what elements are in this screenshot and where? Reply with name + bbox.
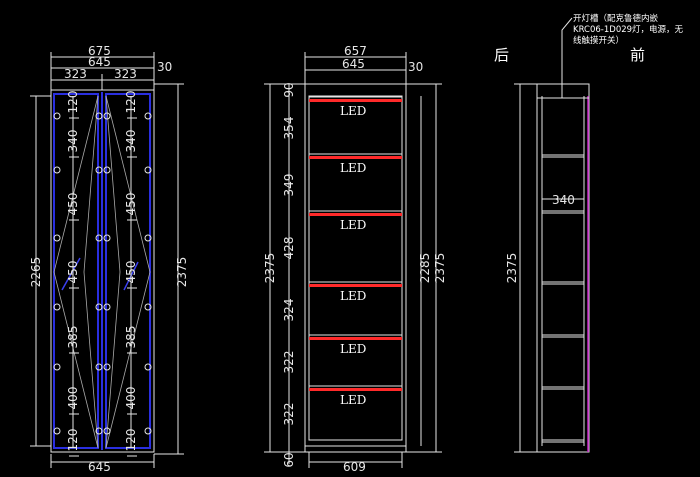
section-shelves: LED LED LED LED LED LED bbox=[309, 96, 402, 441]
label-back: 后 bbox=[494, 46, 509, 64]
section-bottom-width: 609 bbox=[343, 460, 366, 474]
front-hole-spacing-label: 120 bbox=[124, 91, 138, 114]
led-strip bbox=[309, 337, 402, 340]
front-hole-spacing-label: 450 bbox=[124, 193, 138, 216]
led-strip bbox=[309, 388, 402, 391]
front-offset: 30 bbox=[157, 60, 172, 74]
front-hole-spacing-label: 450 bbox=[66, 193, 80, 216]
led-label: LED bbox=[340, 393, 366, 407]
side-height: 2375 bbox=[505, 253, 519, 284]
front-hole-spacing-label: 340 bbox=[124, 130, 138, 153]
section-height-right-outer: 2375 bbox=[433, 253, 447, 284]
front-hole-spacing-label: 340 bbox=[66, 130, 80, 153]
label-front: 前 bbox=[630, 46, 645, 64]
led-label: LED bbox=[340, 218, 366, 232]
section-shelf-spacing-label: 354 bbox=[282, 117, 296, 140]
front-hole-spacing-label: 120 bbox=[124, 429, 138, 452]
section-offset: 30 bbox=[408, 60, 423, 74]
front-hole-spacing-label: 450 bbox=[66, 261, 80, 284]
front-hole-spacing-label: 450 bbox=[124, 261, 138, 284]
front-hole-labels-left: 120 340 450 450 385 400 120 bbox=[66, 91, 80, 457]
section-shelf-spacing-label: 322 bbox=[282, 403, 296, 426]
section-shelf-spacing-label: 90 bbox=[282, 82, 296, 97]
front-hole-spacing-label: 385 bbox=[66, 326, 80, 349]
led-strip bbox=[309, 213, 402, 216]
section-shelf-labels: 90 354 349 428 324 322 322 60 bbox=[282, 82, 296, 467]
note-line-2: KRC06-1D029灯，电源，无 bbox=[573, 24, 684, 35]
note-line-1: 开灯槽（配克鲁德内嵌 bbox=[573, 13, 659, 24]
section-height-left: 2375 bbox=[263, 253, 277, 284]
front-outer-frame bbox=[50, 89, 155, 453]
front-hole-spacing-label: 120 bbox=[66, 429, 80, 452]
front-hole-spacing-label: 385 bbox=[124, 326, 138, 349]
section-view: 657 645 30 LED LED LED LED LED LED 90 354 349 42… bbox=[263, 44, 447, 474]
section-height-right-inner: 2285 bbox=[418, 253, 432, 284]
front-half-left: 323 bbox=[64, 67, 87, 81]
side-depth: 340 bbox=[552, 193, 575, 207]
section-outer-frame bbox=[304, 83, 407, 453]
side-outer-frame bbox=[536, 83, 590, 453]
led-strip bbox=[309, 99, 402, 102]
section-width-outer: 657 bbox=[344, 44, 367, 58]
side-view: 开灯槽（配克鲁德内嵌 KRC06-1D029灯，电源，无 线触摸开关） 后 前 … bbox=[494, 13, 684, 453]
led-label: LED bbox=[340, 104, 366, 118]
section-shelf-spacing-label: 324 bbox=[282, 299, 296, 322]
front-hole-spacing-label: 400 bbox=[124, 387, 138, 410]
front-hole-spacing-label: 400 bbox=[66, 387, 80, 410]
led-strip bbox=[309, 156, 402, 159]
front-half-right: 323 bbox=[114, 67, 137, 81]
front-bottom-width: 645 bbox=[88, 460, 111, 474]
front-height-right: 2375 bbox=[175, 257, 189, 288]
front-height-left: 2265 bbox=[29, 257, 43, 288]
led-label: LED bbox=[340, 289, 366, 303]
front-width-inner: 645 bbox=[88, 55, 111, 69]
section-shelf-spacing-label: 322 bbox=[282, 351, 296, 374]
led-label: LED bbox=[340, 161, 366, 175]
section-shelf-spacing-label: 349 bbox=[282, 174, 296, 197]
section-shelf-spacing-label: 60 bbox=[282, 452, 296, 467]
front-holes bbox=[53, 112, 152, 435]
led-label: LED bbox=[340, 342, 366, 356]
front-width-outer: 675 bbox=[88, 44, 111, 58]
front-hole-labels-right: 120 340 450 450 385 400 120 bbox=[124, 91, 138, 457]
front-hole-spacing-label: 120 bbox=[66, 91, 80, 114]
led-strip bbox=[309, 284, 402, 287]
note-line-3: 线触摸开关） bbox=[573, 35, 624, 46]
section-shelf-spacing-label: 428 bbox=[282, 237, 296, 260]
section-width-inner: 645 bbox=[342, 57, 365, 71]
side-shelves bbox=[542, 154, 584, 443]
